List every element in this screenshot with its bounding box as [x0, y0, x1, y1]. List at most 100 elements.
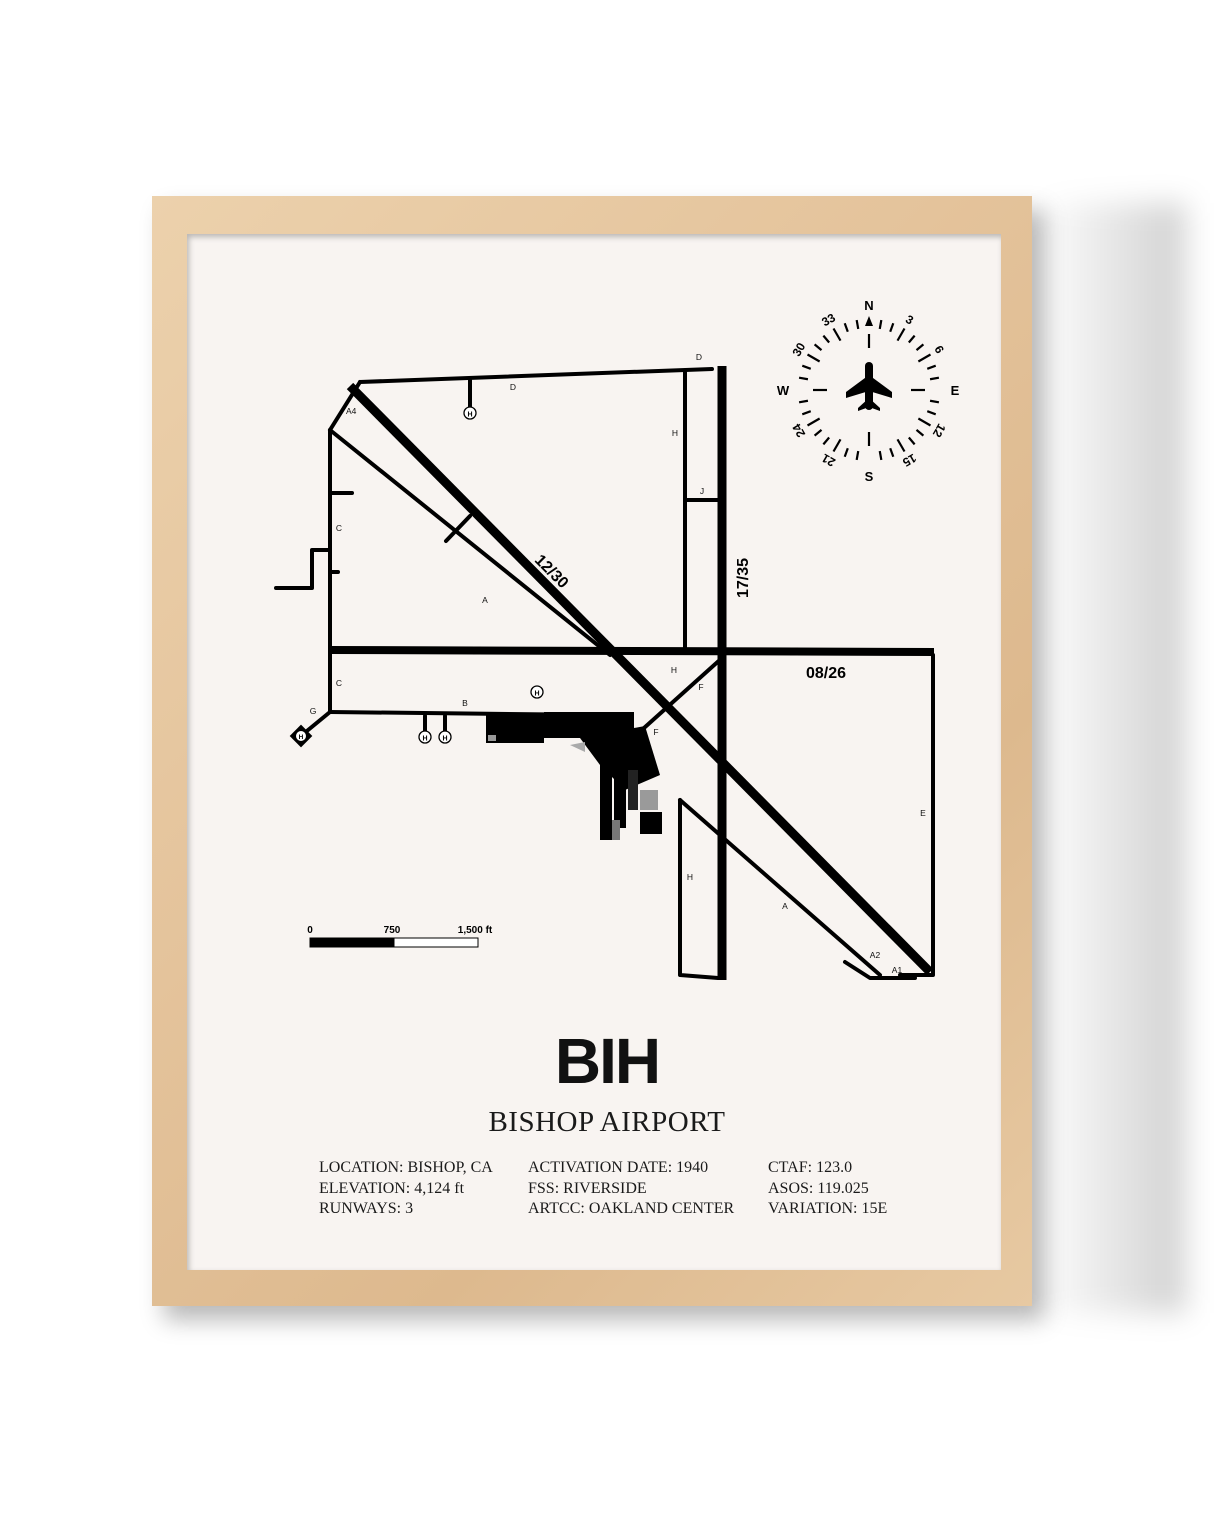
taxiway-label: D	[510, 382, 516, 392]
compass-degree-label: 12	[930, 421, 949, 440]
svg-text:H: H	[534, 691, 539, 698]
compass-degree-label: 15	[900, 451, 919, 470]
airport-name: BISHOP AIRPORT	[488, 1106, 726, 1138]
scale-bar: 0 750 1,500 ft	[307, 925, 493, 948]
compass-tick	[822, 334, 830, 344]
runway-label-08-26: 08/26	[806, 665, 846, 682]
taxiway-label: F	[698, 682, 703, 692]
compass-tick	[798, 376, 809, 381]
compass-tick	[915, 429, 925, 437]
compass-degree-label: 6	[931, 343, 947, 356]
compass-tick	[917, 417, 932, 427]
taxiway-label: C	[336, 523, 342, 533]
compass-tick	[908, 436, 916, 446]
compass-tick	[806, 353, 821, 363]
compass-tick	[843, 322, 849, 333]
taxiway-label: E	[920, 808, 926, 818]
taxiway-label: H	[672, 428, 678, 438]
info-artcc: ARTCC: OAKLAND CENTER	[528, 1200, 735, 1217]
info-runways: RUNWAYS: 3	[319, 1200, 414, 1217]
compass-tick	[878, 450, 883, 461]
compass-tick	[832, 438, 842, 453]
compass-tick	[929, 376, 940, 381]
compass-tick	[929, 399, 940, 404]
runway-12-30	[346, 382, 934, 976]
svg-text:H: H	[422, 736, 427, 743]
compass-tick	[926, 364, 937, 370]
taxiways	[274, 367, 935, 980]
compass-tick	[896, 327, 906, 342]
taxiway-a	[328, 428, 612, 657]
taxiway-h-lower	[678, 798, 720, 980]
taxiway-label: G	[310, 706, 317, 716]
taxiway-label: D	[696, 352, 702, 362]
taxiway-label: F	[653, 727, 658, 737]
compass-tick	[878, 319, 883, 330]
taxiway-label: A	[482, 595, 488, 605]
info-fss: FSS: RIVERSIDE	[528, 1179, 647, 1197]
svg-text:H: H	[442, 736, 447, 743]
helipad-icon: H	[463, 406, 477, 420]
compass-tick	[889, 322, 895, 333]
compass-tick	[908, 334, 916, 344]
helipads: H H H H H	[289, 406, 544, 748]
terminal-apron	[486, 712, 662, 840]
info-column-3: CTAF: 123.0 ASOS: 119.025 VARIATION: 15E	[768, 1158, 887, 1220]
info-activation-date: ACTIVATION DATE: 1940	[528, 1159, 709, 1176]
compass-tick	[813, 343, 823, 351]
compass-tick	[806, 417, 821, 427]
compass-tick	[843, 447, 849, 458]
compass-west: W	[777, 383, 790, 398]
compass-tick	[801, 364, 812, 370]
compass-tick	[801, 410, 812, 416]
compass-degree-label: 21	[819, 451, 838, 470]
compass-degree-label: 33	[819, 310, 838, 329]
compass-tick	[917, 353, 932, 363]
compass-degree-label: 30	[789, 340, 808, 359]
compass-tick	[813, 429, 823, 437]
taxiway-label: A1	[892, 965, 903, 975]
taxiway-label: H	[671, 665, 677, 675]
compass-degree-label: 3	[903, 312, 916, 328]
compass-tick	[822, 436, 830, 446]
helipad-icon: H	[438, 730, 452, 744]
info-asos: ASOS: 119.025	[768, 1179, 869, 1197]
airplane-icon	[846, 362, 892, 411]
compass-rose-icon: N E S W 3 6 12 15 21 24 30 33	[777, 298, 960, 484]
scale-label-0: 0	[307, 925, 313, 936]
scale-label-1500: 1,500 ft	[458, 925, 493, 936]
compass-tick	[832, 327, 842, 342]
compass-south: S	[865, 469, 874, 484]
compass-tick	[798, 399, 809, 404]
helipad-icon: H	[289, 724, 313, 748]
helipad-icon: H	[530, 685, 544, 699]
svg-text:H: H	[299, 734, 304, 741]
info-column-1: LOCATION: BISHOP, CA ELEVATION: 4,124 ft…	[319, 1158, 493, 1220]
taxiway-label: A2	[870, 950, 881, 960]
runway-08-26	[329, 646, 935, 656]
scale-label-750: 750	[384, 925, 401, 936]
taxiway-label: A	[782, 901, 788, 911]
helipad-icon: H	[418, 730, 432, 744]
compass-degree-label: 24	[789, 421, 808, 440]
airport-code: BIH	[554, 1025, 661, 1097]
taxiway-label: C	[336, 678, 342, 688]
taxiway-label: A4	[346, 406, 357, 416]
info-elevation: ELEVATION: 4,124 ft	[319, 1179, 465, 1197]
taxiway-f	[642, 656, 724, 730]
compass-east: E	[951, 383, 960, 398]
info-column-2: ACTIVATION DATE: 1940 FSS: RIVERSIDE ART…	[528, 1158, 734, 1220]
info-variation: VARIATION: 15E	[768, 1200, 888, 1217]
compass-tick	[896, 438, 906, 453]
svg-text:H: H	[467, 412, 472, 419]
runway-label-17-35: 17/35	[735, 558, 752, 598]
compass-north: N	[864, 298, 873, 313]
info-ctaf: CTAF: 123.0	[768, 1159, 853, 1176]
taxiway-d	[358, 367, 714, 384]
compass-tick	[855, 450, 860, 461]
info-location: LOCATION: BISHOP, CA	[319, 1159, 493, 1176]
compass-tick	[915, 343, 925, 351]
taxiway-label: B	[462, 698, 468, 708]
compass-tick	[889, 447, 895, 458]
